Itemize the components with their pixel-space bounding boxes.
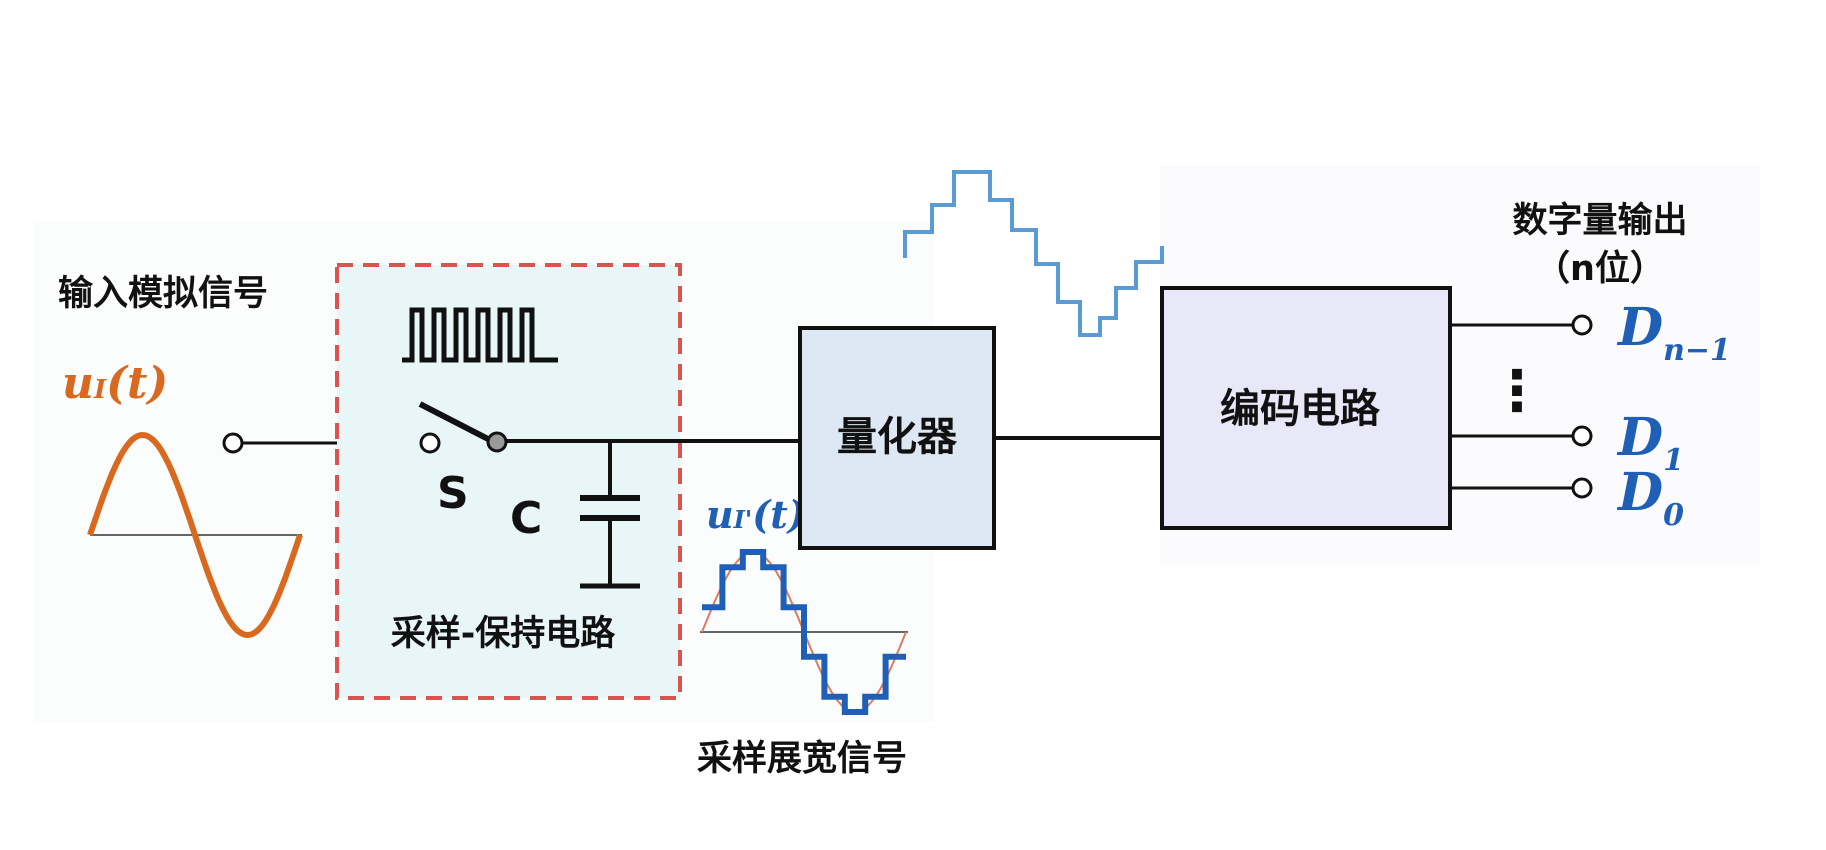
input-terminal bbox=[222, 432, 244, 454]
quantized-staircase-wave bbox=[903, 170, 1164, 337]
output-bits-label: （n位） bbox=[1535, 249, 1665, 289]
sample-hold-title: 采样-保持电路 bbox=[391, 614, 617, 654]
clock-pulse-train bbox=[402, 307, 558, 363]
output-label-0: D0 bbox=[1616, 462, 1684, 533]
switch-blade bbox=[418, 401, 492, 443]
output-label-msb: Dn−1 bbox=[1616, 297, 1731, 368]
input-sine-wave bbox=[87, 431, 303, 639]
switch-left-contact bbox=[419, 432, 441, 454]
input-signal-label: uI(t) bbox=[62, 358, 168, 409]
sampled-signal-label: uI'(t) bbox=[706, 492, 806, 537]
sampled-staircase-wave bbox=[702, 549, 906, 715]
quantizer-label: 量化器 bbox=[837, 414, 958, 460]
encoder-label: 编码电路 bbox=[1220, 386, 1381, 432]
sampled-signal-label-text: 采样展宽信号 bbox=[697, 738, 907, 779]
output-ellipsis: ⋮ bbox=[1489, 359, 1545, 424]
encoder-box bbox=[1160, 286, 1452, 530]
output-terminal-msb bbox=[1571, 314, 1593, 336]
capacitor-label: C bbox=[510, 493, 542, 544]
input-label: 输入模拟信号 bbox=[58, 274, 268, 314]
output-title: 数字量输出 bbox=[1512, 201, 1687, 241]
quantizer-box bbox=[798, 326, 996, 550]
switch-label: S bbox=[437, 468, 469, 519]
switch-right-contact bbox=[486, 431, 508, 453]
output-label-1: D1 bbox=[1616, 407, 1684, 478]
output-terminal-1 bbox=[1571, 425, 1593, 447]
output-terminal-0 bbox=[1571, 477, 1593, 499]
